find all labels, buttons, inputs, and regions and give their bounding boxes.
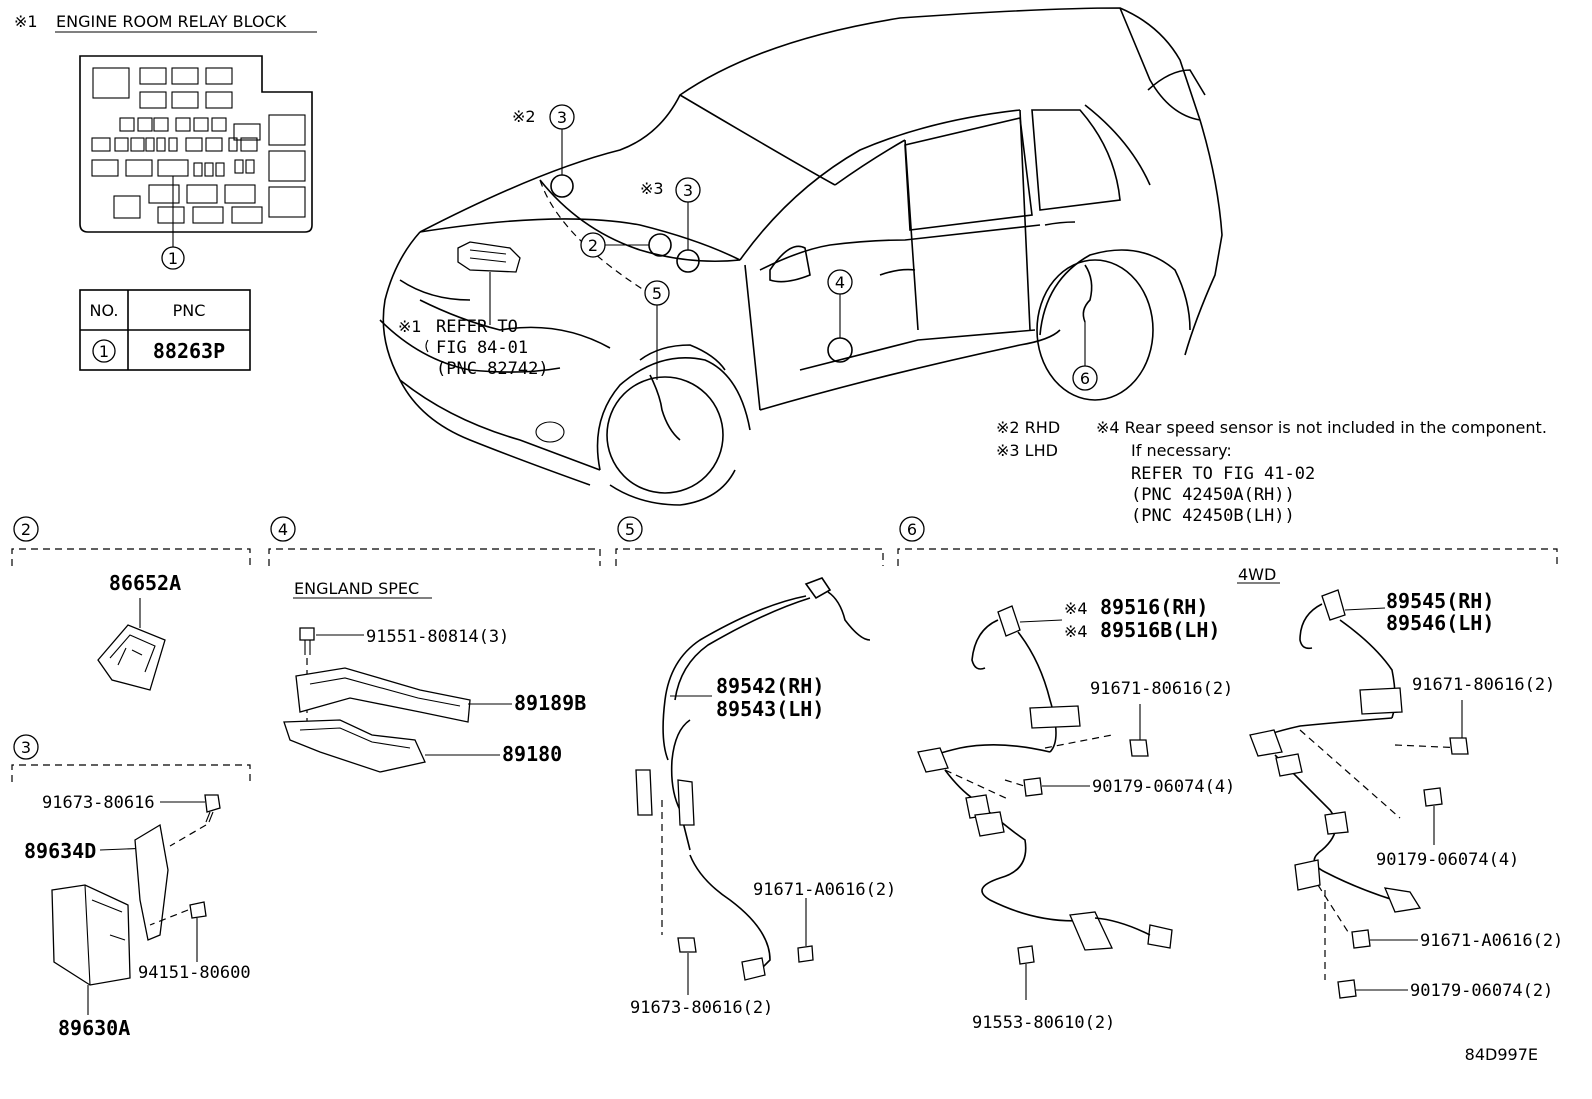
note-rear-sensor: ※4 Rear speed sensor is not included in … [1096,418,1547,437]
part-91671-80616-right: 91671-80616(2) [1412,675,1555,695]
section-4: ENGLAND SPEC 91551-80814(3) 89189B 89180 [283,579,586,773]
relay-block-group: ※1 ENGINE ROOM RELAY BLOCK 1 [14,12,317,270]
cover-89180 [283,719,426,773]
part-89545-rh: 89545(RH) [1386,589,1494,613]
part-89634D: 89634D [24,839,96,863]
callout-3-lhd: 3 [683,181,693,200]
part-91673-80616: 91673-80616 [42,793,155,813]
section6-mark-rh: ※4 [1064,599,1088,618]
england-spec-label: ENGLAND SPEC [294,579,419,598]
note-pnc-rh: (PNC 42450A(RH)) [1131,485,1295,505]
part-89180: 89180 [502,742,562,766]
section-2: 86652A [97,571,181,691]
part-89542-rh: 89542(RH) [716,674,824,698]
callout-rhd-mark: ※2 [512,107,536,126]
section6-mark-lh: ※4 [1064,622,1088,641]
vehicle-illustration: ※2 3 ※3 3 2 5 4 6 [379,7,1223,506]
part-89630A: 89630A [58,1016,130,1040]
part-89543-lh: 89543(LH) [716,697,824,721]
pnc-header-pnc: PNC [173,301,206,320]
section-5: 91673-80616(2) 91671-A0616(2) 89542(RH) … [630,577,896,1018]
relay-callout-1 [161,246,185,270]
part-90179-06074-2: 90179-06074(2) [1410,981,1553,1001]
refer-fig84: ※1 REFER TO FIG 84-01 (PNC 82742) [398,317,549,379]
section-3: 91673-80616 89634D 94151-80600 89630A [24,793,251,1040]
section-headers: 2 4 5 6 3 [11,516,1558,782]
cover-89189B [295,667,471,723]
relay-block-outline [79,55,313,233]
pnc-header-no: NO. [90,301,119,320]
part-91673-80616-2: 91673-80616(2) [630,998,773,1018]
callout-2: 2 [588,236,598,255]
part-91671-80616-left: 91671-80616(2) [1090,679,1233,699]
part-86652A: 86652A [109,571,181,595]
callout-lhd-mark: ※3 [640,179,664,198]
figure-code: 84D997E [1465,1045,1538,1064]
part-91551-80814: 91551-80814(3) [366,627,509,647]
part-89516-rh: 89516(RH) [1100,595,1208,619]
note-rhd: ※2 RHD [996,418,1060,437]
callout-6: 6 [1080,369,1090,388]
refer-fig84-line2: FIG 84-01 [436,338,528,358]
notes: ※2 RHD ※3 LHD ※4 Rear speed sensor is no… [996,418,1547,526]
part-94151-80600: 94151-80600 [138,963,251,983]
label-4wd: 4WD [1238,565,1276,584]
relay-block-mark: ※1 [14,12,38,31]
callout-3-rhd: 3 [557,108,567,127]
section-2-number: 2 [21,520,31,539]
part-89546-lh: 89546(LH) [1386,611,1494,635]
note-refer-fig41: REFER TO FIG 41-02 [1131,464,1315,484]
part-89189B: 89189B [514,691,586,715]
note-lhd: ※3 LHD [996,441,1058,460]
refer-fig84-mark: ※1 [398,317,422,336]
section-4-number: 4 [278,520,288,539]
section-3-number: 3 [21,738,31,757]
part-91671-A0616: 91671-A0616(2) [753,880,896,900]
module-86652A [97,624,166,691]
part-90179-06074-right: 90179-06074(4) [1376,850,1519,870]
svg-text:1: 1 [168,249,178,268]
bracket-89634D [134,823,169,941]
part-90179-06074-left: 90179-06074(4) [1092,777,1235,797]
callout-5: 5 [652,284,662,303]
ecu-89630A [51,884,131,986]
section-6: 4WD ※4 89516(RH) ※4 89516B(LH) 91671-806… [917,565,1563,1033]
part-89516B-lh: 89516B(LH) [1100,618,1220,642]
section-6-number: 6 [907,520,917,539]
refer-fig84-line1: REFER TO [436,317,518,337]
pnc-row-no: 1 [99,342,109,361]
note-if-necessary: If necessary: [1131,441,1232,460]
refer-fig84-line3: (PNC 82742) [436,359,549,379]
note-pnc-lh: (PNC 42450B(LH)) [1131,506,1295,526]
section-5-number: 5 [625,520,635,539]
pnc-table: NO. PNC 1 88263P [79,289,251,371]
relay-block-title: ENGINE ROOM RELAY BLOCK [56,12,287,31]
part-91553-80610: 91553-80610(2) [972,1013,1115,1033]
part-91671-A0616-right: 91671-A0616(2) [1420,931,1563,951]
callout-4: 4 [835,273,845,292]
pnc-row-pnc: 88263P [153,339,225,363]
relay-block-cells [91,67,306,224]
